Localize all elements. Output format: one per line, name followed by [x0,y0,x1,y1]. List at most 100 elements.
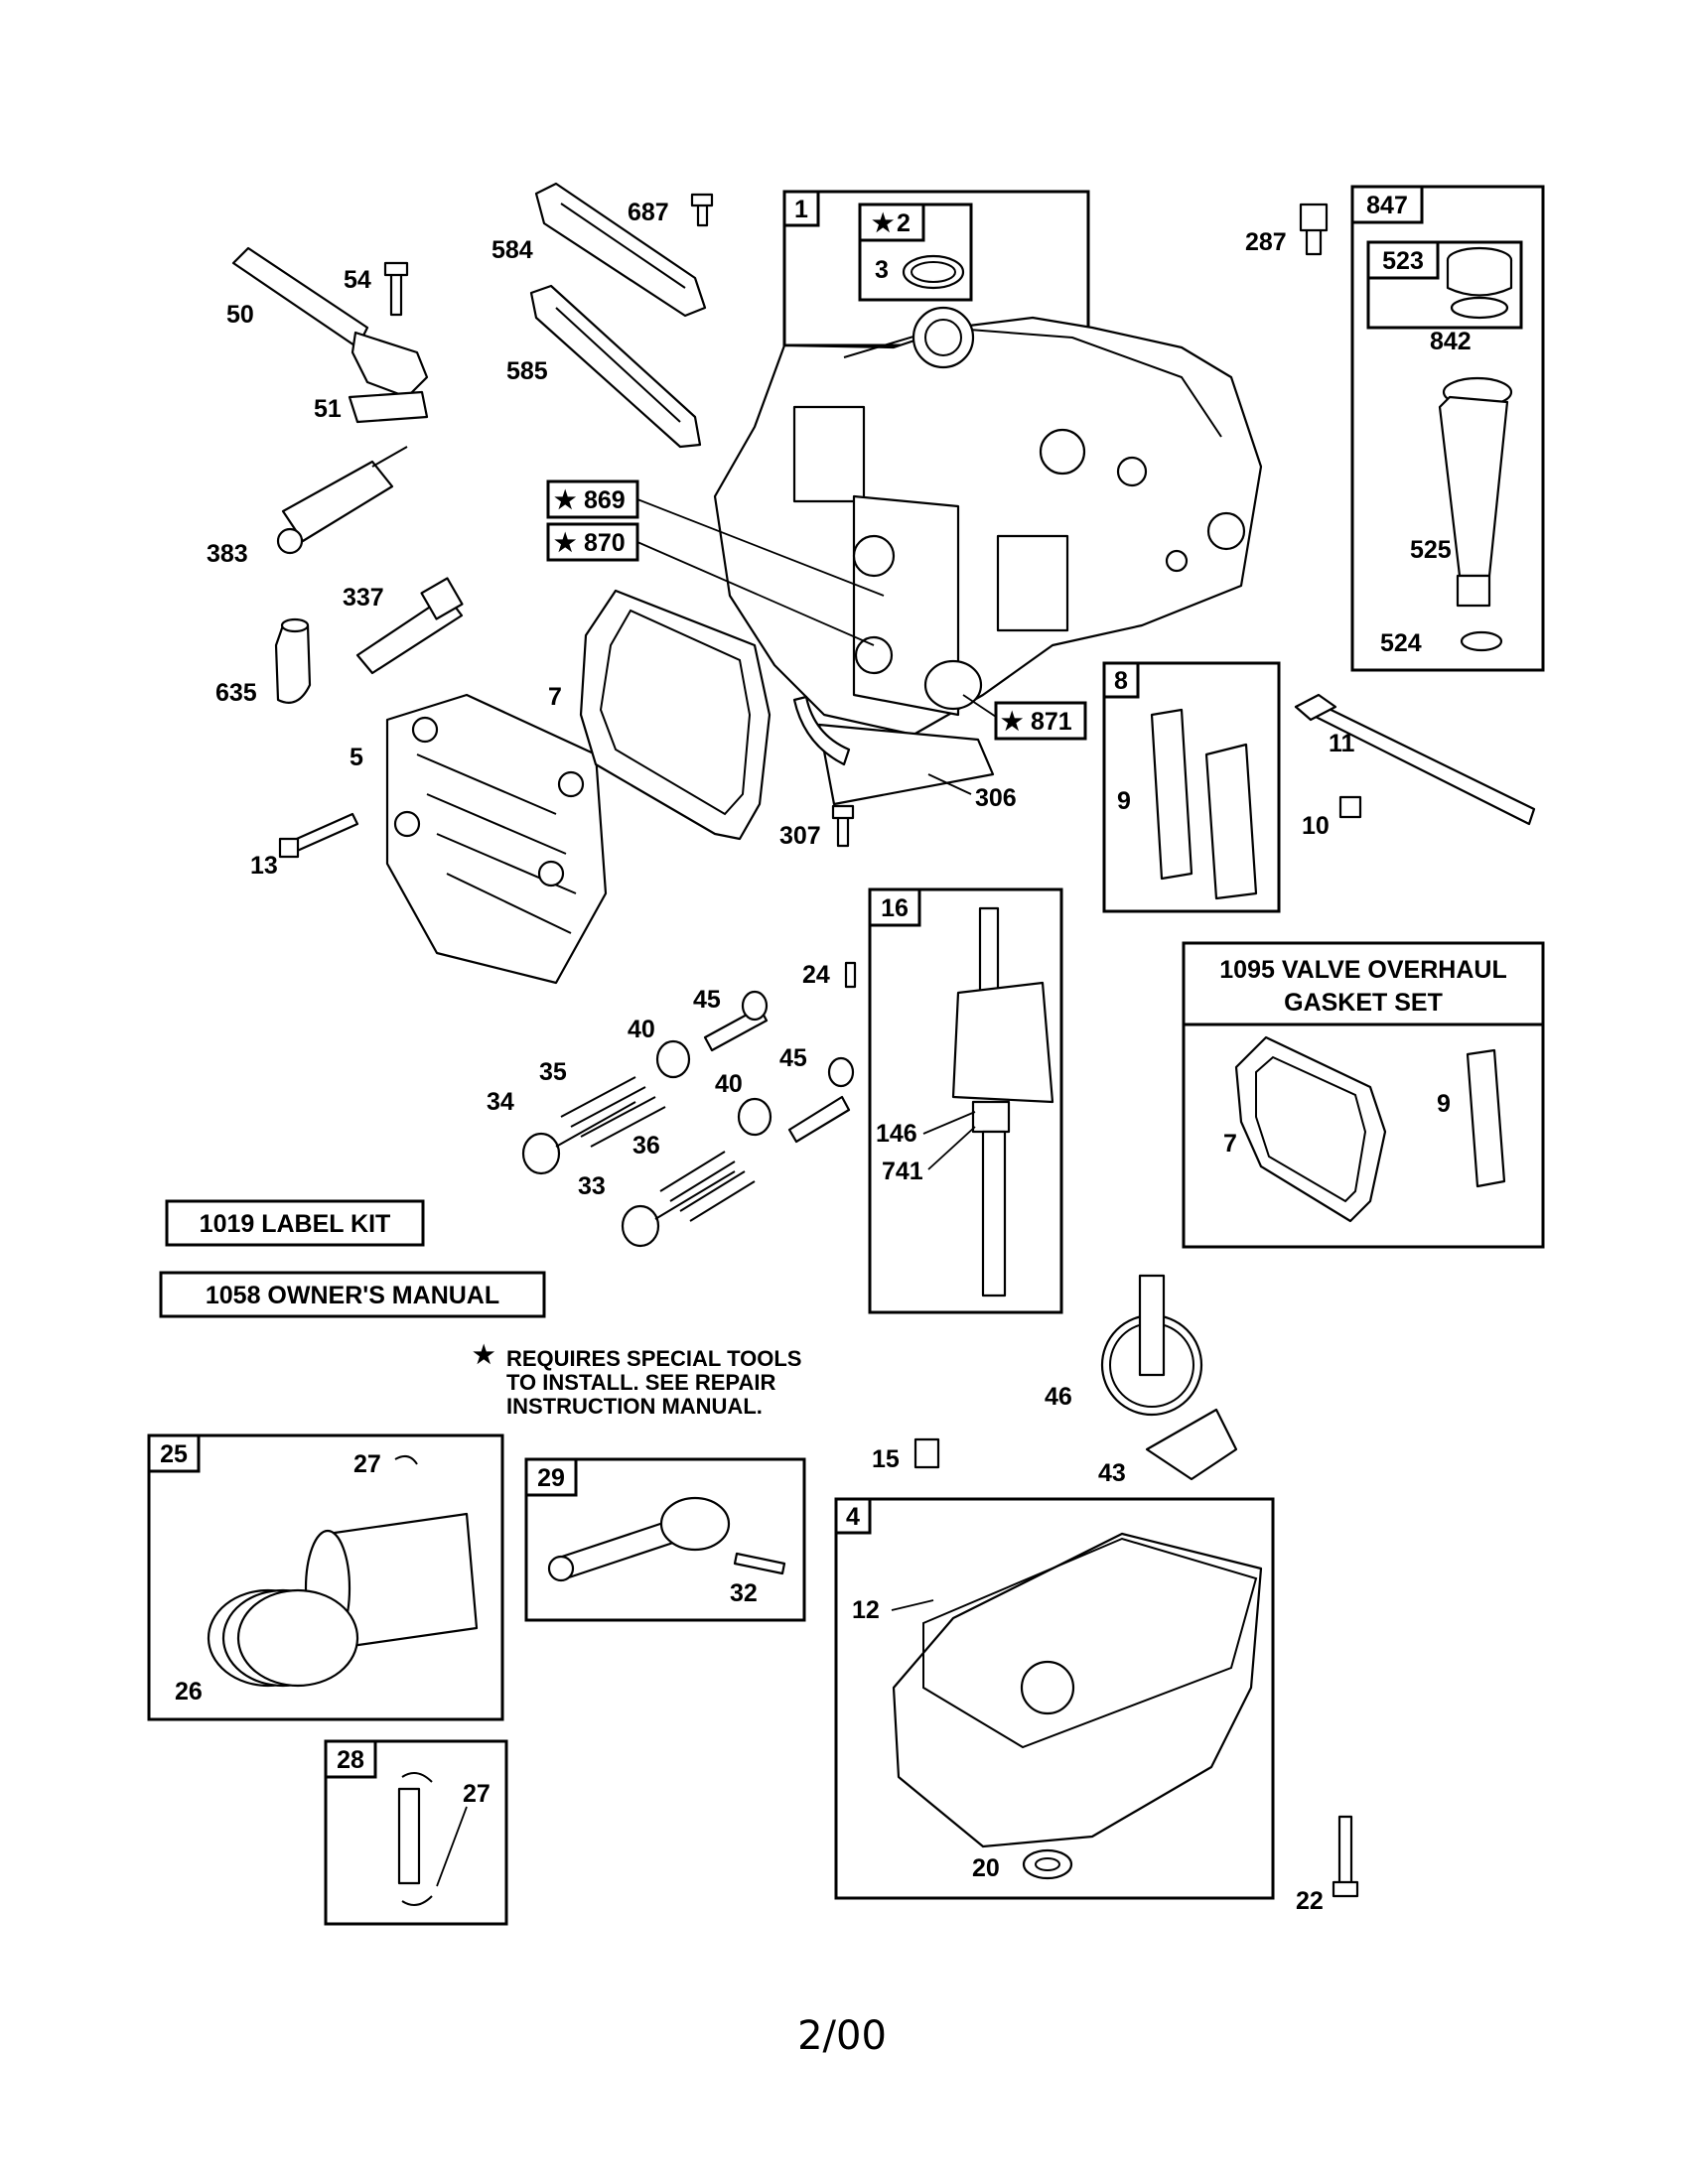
seal-ring-inner [911,261,956,283]
ignition-group: 383 337 635 [207,446,464,707]
box-4-tag [834,1497,872,1535]
box-28-tag [324,1739,377,1779]
label-870: 870 [584,529,626,557]
box-25-frame [147,1433,504,1721]
label-11: 11 [1329,730,1355,757]
block-boss [1039,428,1086,476]
tappet-45-bottom [787,1095,851,1144]
breather-body [351,331,429,399]
plug-10 [1338,795,1362,819]
label-1: 1 [794,196,808,223]
label-287: 287 [1245,228,1287,256]
dipstick-tube-end [1456,574,1491,608]
label-35: 35 [539,1058,567,1086]
star-2: ★ [872,209,895,237]
block-bore-top [912,306,975,369]
sump-flange [922,1537,1258,1749]
oil-seal-20 [1022,1848,1073,1880]
coil-end [276,527,304,555]
piston-group: 25 26 27 [147,1433,504,1721]
o-ring-842 [1450,296,1509,320]
star-871: ★ [1001,708,1024,736]
label-28: 28 [337,1746,364,1774]
head-gasket-7-inner [599,609,752,816]
page-footer: 2/00 [797,2013,887,2059]
pin-24 [844,961,857,989]
breather-tube-group: 50 54 51 [226,246,429,424]
label-847: 847 [1366,192,1408,219]
head-boss-2 [557,770,585,798]
clip-27-top [401,1772,433,1783]
camshaft-group: 46 43 15 [872,1274,1238,1487]
crank-gear-741 [971,1100,1011,1134]
plug-287 [1305,226,1323,256]
dipstick-group: 847 523 842 525 524 [1350,185,1545,672]
gasket-306 [817,723,995,806]
label-40-top: 40 [628,1016,655,1043]
label-24: 24 [802,961,830,989]
plug-15 [913,1437,940,1469]
retainer-40-top [655,1039,691,1079]
screw-687 [696,202,709,227]
head-gasket-group: 7 [548,589,772,841]
block-bolt-hole-1 [852,534,896,578]
label-16: 16 [881,894,909,922]
box-523-tag [1366,240,1440,280]
label-3: 3 [875,256,889,284]
valve-overhaul-kit-group: 1095 VALVE OVERHAUL GASKET SET 7 9 [1182,941,1545,1249]
breather-gasket-585 [529,284,702,449]
label-741: 741 [882,1158,923,1185]
crank-shaft-bottom [981,1130,1007,1297]
piston-pin-group: 28 27 [324,1739,508,1926]
leader-27 [436,1806,468,1887]
label-13: 13 [250,852,278,880]
box-28-frame [324,1739,508,1926]
breather-covers-group: 584 585 687 [491,182,714,449]
block-boss-2 [1116,456,1148,487]
valve-cover-gasket-9 [1150,708,1193,881]
block-bore-inner [924,319,962,356]
kit-labels-group: 1019 LABEL KIT 1058 OWNER'S MANUAL [159,1199,546,1318]
head-bolt-13 [288,812,359,854]
valve-33-stem [654,1170,736,1220]
spark-plug-boot-635 [274,623,312,704]
connecting-rod-group: 29 32 [524,1457,806,1622]
bolt-22-group: 22 [1296,1815,1359,1915]
rod-bolt-32 [733,1552,786,1575]
box-8-tag [1102,661,1140,699]
cylinder-head-group: 5 13 [250,693,608,985]
leader-146 [922,1111,976,1135]
label-15: 15 [872,1445,900,1473]
bolt-22-head [1332,1880,1359,1898]
box-1058 [159,1271,546,1318]
block-valve-port [792,405,866,503]
box-2-tag [858,203,925,242]
bolt-22 [1337,1815,1353,1888]
retainer-40-bottom [737,1097,772,1137]
tappet-45-top-head [741,990,769,1022]
note-line3: INSTRUCTION MANUAL. [506,1394,763,1419]
valve-34-stem [555,1101,636,1148]
label-306: 306 [975,784,1017,812]
screw-687-head [690,193,714,207]
label-27-box25: 27 [353,1450,381,1478]
label-36: 36 [632,1132,660,1160]
head-fins [416,753,577,934]
box-16-tag [868,887,921,927]
sump-group: 4 12 20 [834,1497,1275,1900]
head-boss-3 [537,860,565,887]
breather-cover-584 [534,182,707,318]
block-window [996,534,1069,632]
cylinder-block [713,316,1263,737]
sump-bearing-boss [1020,1660,1075,1715]
screw-54 [389,271,403,317]
label-33: 33 [578,1172,606,1200]
label-12: 12 [852,1596,880,1624]
label-842: 842 [1430,328,1472,355]
leader-306 [927,773,972,795]
box-1019 [165,1199,425,1247]
crankshaft-group: 16 146 741 [868,887,1063,1314]
leader-741 [927,1126,976,1170]
kit-1095-title-line2: GASKET SET [1284,989,1443,1017]
label-8: 8 [1114,667,1128,695]
